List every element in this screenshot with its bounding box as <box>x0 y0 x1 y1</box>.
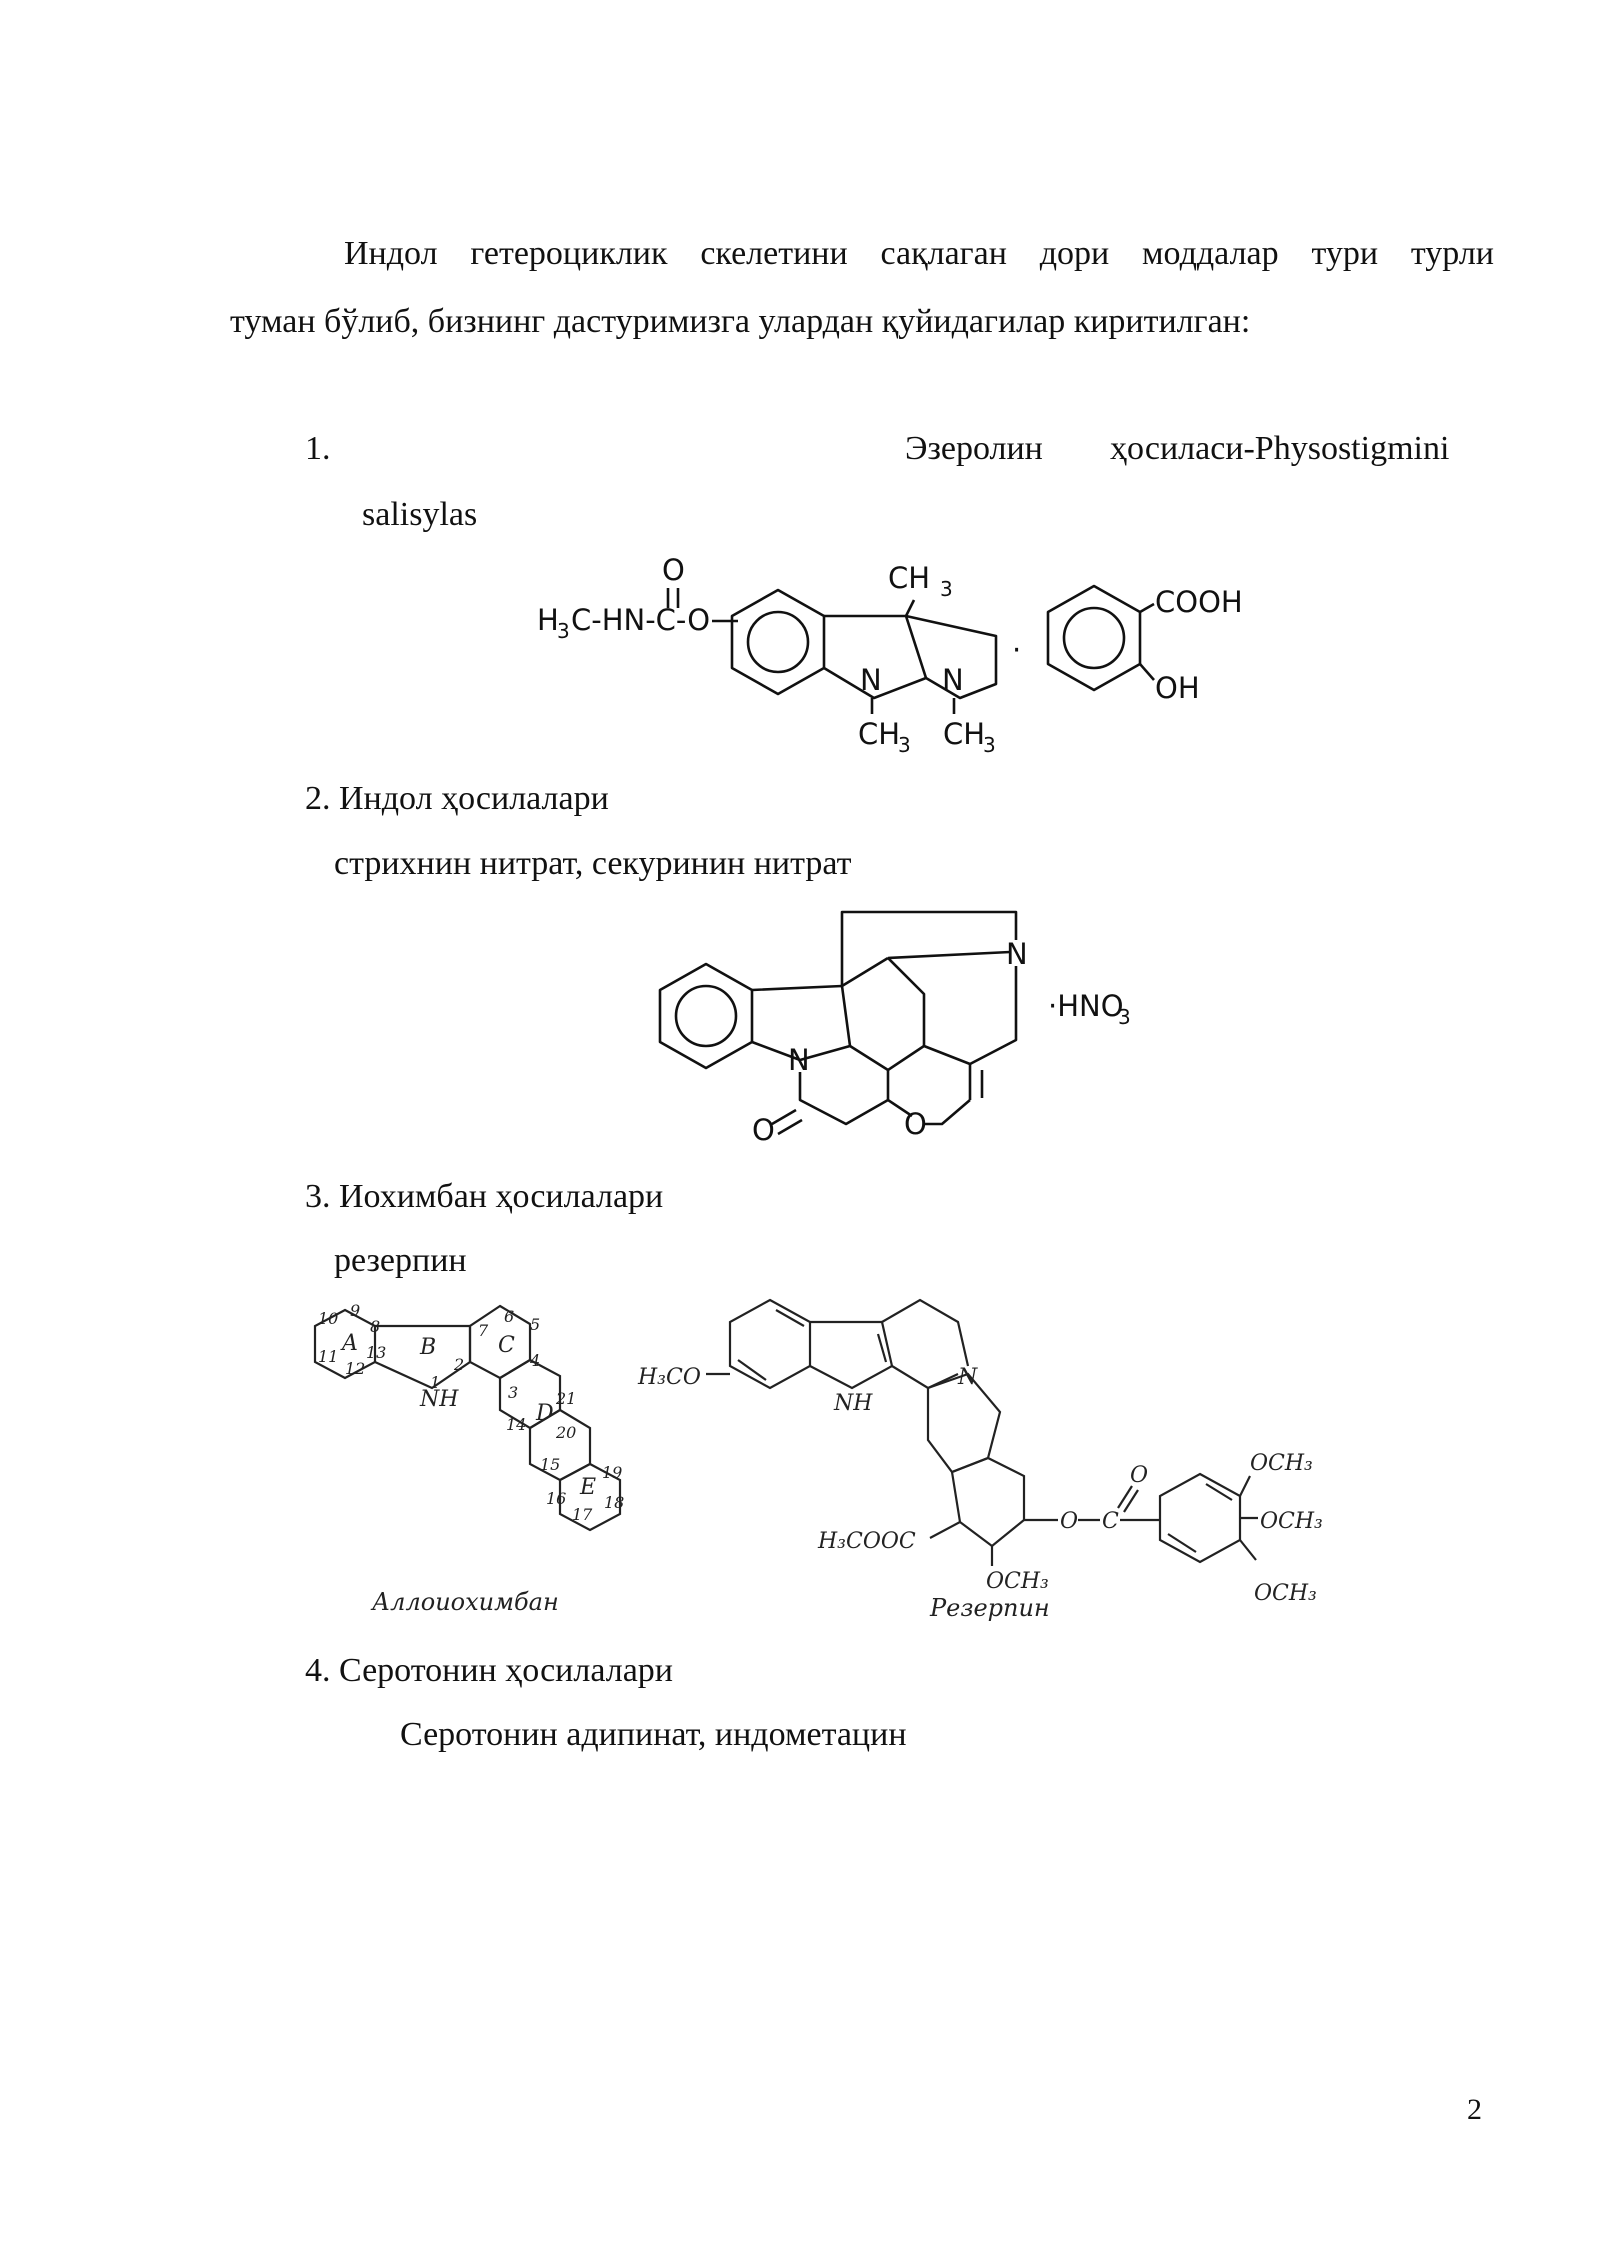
ester-carbon: C <box>1102 1509 1119 1534</box>
item-4-subtitle: Серотонин адипинат, индометацин <box>400 1716 907 1753</box>
atom-number: 4 <box>529 1351 540 1370</box>
item-2-subtitle: стрихнин нитрат, секуринин нитрат <box>334 845 852 882</box>
carbamate-chain: C-HN-C-O <box>571 603 710 637</box>
ring-e: E <box>579 1475 596 1500</box>
reserpine-nh: NH <box>833 1391 873 1416</box>
page-number: 2 <box>1467 2093 1482 2126</box>
atom-number: 11 <box>318 1347 338 1366</box>
atom-number: 6 <box>504 1307 514 1326</box>
item-1-title-latin: ҳосиласи-Physostigmini <box>1110 430 1450 467</box>
item-2-title: 2. Индол ҳосилалари <box>305 780 609 817</box>
atom-number: 14 <box>506 1415 526 1434</box>
h3co-label: H₃CO <box>637 1365 701 1390</box>
atom-number: 18 <box>604 1493 624 1512</box>
o-carbonyl: O <box>752 1113 775 1147</box>
och3-bottom: OCH₃ <box>986 1569 1049 1594</box>
alloyohimban-caption: Аллоиохимбан <box>370 1588 559 1616</box>
h3cooc-label: H₃COOC <box>817 1529 916 1554</box>
atom-number: 19 <box>602 1463 622 1482</box>
reserpine-caption: Резерпин <box>929 1594 1050 1622</box>
ring-d: D <box>535 1401 554 1426</box>
atom-number: 12 <box>345 1359 365 1378</box>
carbamate-h-sub: 3 <box>557 619 570 643</box>
hno3-salt-sub: 3 <box>1118 1005 1131 1029</box>
cooh-label: COOH <box>1155 585 1243 619</box>
och3-ring-1: OCH₃ <box>1250 1451 1313 1476</box>
carbonyl-oxygen: O <box>662 553 685 587</box>
n-pyrrolidine: N <box>942 663 964 697</box>
atom-number: 20 <box>555 1423 576 1442</box>
carbamate-h: H <box>537 603 559 637</box>
item-1-number: 1. <box>305 430 331 467</box>
intro-line-1: Индол гетероциклик скелетини сақлаган до… <box>344 235 1494 272</box>
salt-dot: · <box>1012 633 1021 667</box>
ring-c: C <box>498 1333 515 1358</box>
intro-line-2: туман бўлиб, бизнинг дастуримизга уларда… <box>230 303 1251 340</box>
ch3-top: CH <box>888 561 930 595</box>
n-lactam: N <box>788 1043 810 1077</box>
ring-b: B <box>419 1335 436 1360</box>
item-1-title: Эзеролин <box>905 430 1043 467</box>
item-4-title: 4. Серотонин ҳосилалари <box>305 1652 673 1689</box>
atom-number: 21 <box>555 1389 576 1408</box>
ring-a: A <box>340 1331 358 1356</box>
atom-number: 1 <box>430 1373 440 1392</box>
n-bridge: N <box>1006 937 1028 971</box>
reserpine-n: N <box>957 1365 978 1390</box>
och3-ring-2: OCH₃ <box>1260 1509 1323 1534</box>
item-3-title: 3. Иохимбан ҳосилалари <box>305 1178 664 1215</box>
atom-number: 17 <box>572 1505 593 1524</box>
atom-number: 2 <box>453 1355 464 1374</box>
atom-number: 16 <box>546 1489 566 1508</box>
item-1-title-latin-cont: salisylas <box>362 496 478 533</box>
och3-ring-3: OCH₃ <box>1254 1581 1317 1606</box>
atom-number: 13 <box>366 1343 386 1362</box>
hno3-salt: ·HNO <box>1048 989 1124 1023</box>
atom-number: 7 <box>478 1321 489 1340</box>
n-methyl-2: CH <box>943 717 985 751</box>
n-methyl-1-sub: 3 <box>898 733 911 757</box>
atom-number: 3 <box>508 1383 518 1402</box>
atom-number: 5 <box>530 1315 540 1334</box>
alloyohimban-nh: NH <box>419 1387 459 1412</box>
atom-number: 15 <box>540 1455 560 1474</box>
atom-number: 10 <box>318 1309 338 1328</box>
item-3-subtitle: резерпин <box>334 1242 467 1279</box>
ester-carbonyl-oxygen: O <box>1130 1463 1148 1488</box>
n-indoline: N <box>860 663 882 697</box>
ester-oxygen: O <box>1060 1509 1078 1534</box>
atom-number: 9 <box>350 1301 360 1320</box>
atom-number: 8 <box>370 1317 380 1336</box>
o-ether: O <box>904 1107 927 1141</box>
n-methyl-2-sub: 3 <box>983 733 996 757</box>
oh-label: OH <box>1155 671 1200 705</box>
ch3-top-sub: 3 <box>940 577 953 601</box>
n-methyl-1: CH <box>858 717 900 751</box>
